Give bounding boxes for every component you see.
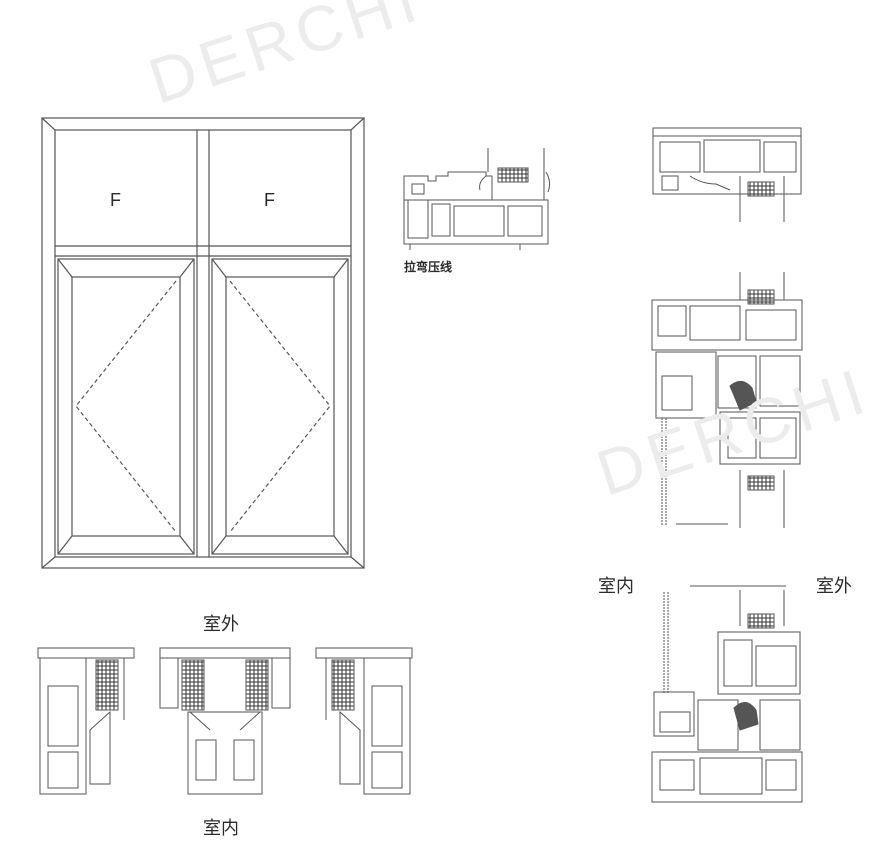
gasket-hatch [497,167,529,183]
gasket-hatch [747,475,775,491]
gasket-hatch [747,613,775,629]
gasket-hatch [747,289,775,305]
inner-frame [54,129,352,558]
fixed-pane-label-right: F [264,190,275,210]
section-middle-right [651,272,803,528]
gasket-black [729,381,757,411]
exterior-label-right: 室外 [816,576,852,597]
opening-indicator-left [75,280,177,533]
sash-right [211,258,349,555]
gasket-hatch [331,659,355,711]
outer-frame [41,117,365,569]
window-elevation [41,117,365,569]
gasket-hatch [181,659,205,711]
gasket-black [733,702,759,731]
section-top-right [652,127,802,222]
plan-jamb-right [315,647,413,795]
opening-indicator-right [229,280,331,533]
fixed-pane-label-left: F [110,190,121,210]
plan-jamb-left [37,647,135,795]
gasket-hatch [747,181,775,197]
interior-label-right: 室内 [598,576,634,597]
interior-label-bottom: 室内 [203,818,239,839]
plan-mullion [159,647,291,795]
section-plan [37,647,413,795]
sash-left [57,258,195,555]
bead-note-label: 拉弯压线 [404,260,453,274]
section-bead [403,148,551,250]
section-bottom-right [651,585,803,803]
exterior-label-top: 室外 [203,614,239,635]
gasket-hatch [245,659,269,711]
gasket-hatch [95,659,119,711]
